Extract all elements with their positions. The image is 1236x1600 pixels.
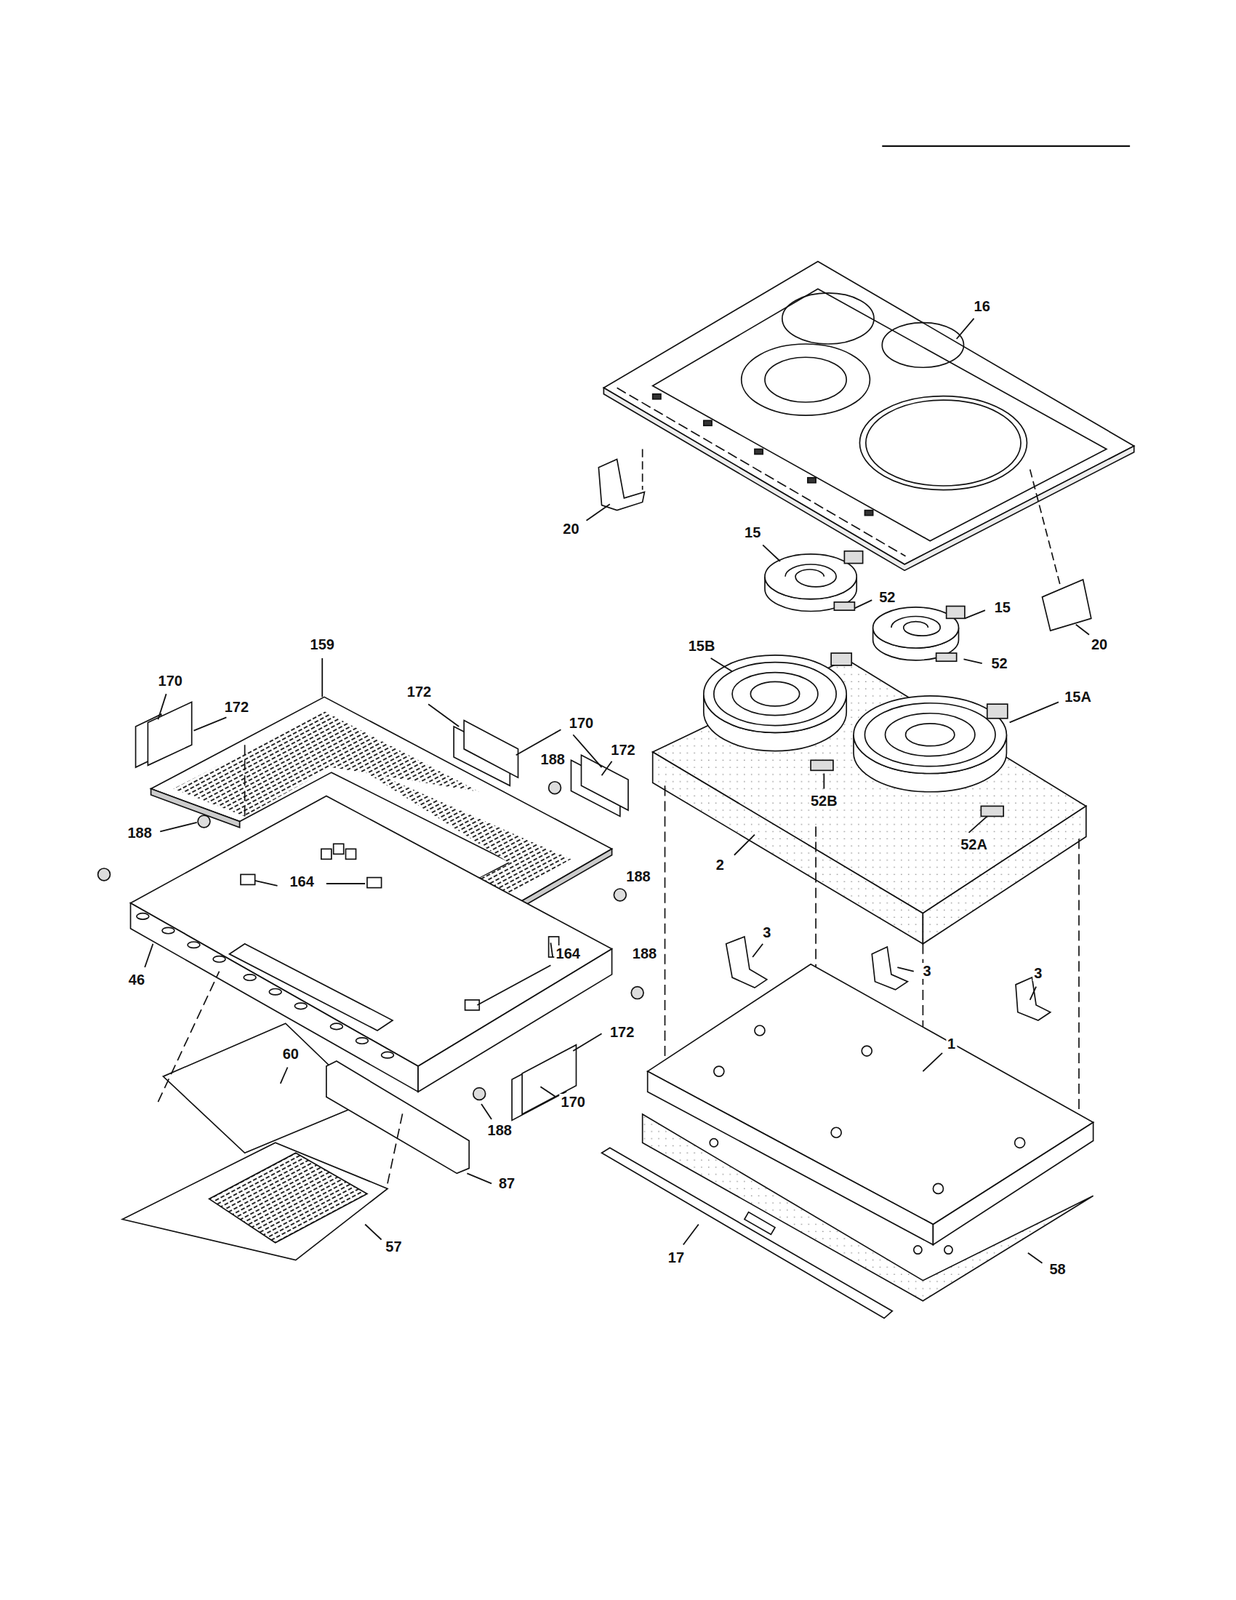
callout-number: 52 <box>989 655 1009 672</box>
callout-number: 170 <box>157 672 184 689</box>
callout-number: 87 <box>497 1174 517 1191</box>
callout-number: 172 <box>405 683 433 700</box>
callout-number: 2 <box>714 856 726 873</box>
callout-number: 188 <box>539 751 567 768</box>
callout-number: 188 <box>125 824 153 841</box>
callout-number: 188 <box>624 868 652 885</box>
callout-number: 170 <box>559 1093 587 1110</box>
callout-number: 3 <box>1032 964 1044 981</box>
callout-number: 57 <box>383 1238 403 1255</box>
callout-number: 172 <box>609 741 637 758</box>
callout-number: 188 <box>631 945 658 962</box>
callout-number: 58 <box>1047 1260 1067 1277</box>
callout-number: 20 <box>561 520 581 537</box>
callout-number: 52B <box>809 792 840 809</box>
callout-number: 170 <box>567 714 595 731</box>
callout-number: 172 <box>608 1023 636 1040</box>
callout-number: 164 <box>554 945 582 962</box>
callout-number: 17 <box>666 1249 686 1266</box>
callout-number: 3 <box>761 924 773 941</box>
callout-number: 164 <box>287 873 315 890</box>
callout-number: 52 <box>877 588 897 605</box>
callout-number: 15A <box>1062 688 1093 705</box>
callout-number: 3 <box>921 962 933 979</box>
callout-number: 16 <box>972 298 992 315</box>
callout-number: 52A <box>958 836 989 853</box>
callout-number: 188 <box>486 1121 514 1138</box>
callout-number: 172 <box>223 698 251 715</box>
callout-number: 1 <box>945 1035 957 1052</box>
callout-number: 15 <box>743 524 762 541</box>
callout-number: 15B <box>687 637 717 654</box>
callout-number: 159 <box>309 636 336 653</box>
callout-number: 46 <box>127 971 147 988</box>
callout-number: 60 <box>281 1045 301 1062</box>
callout-number: 15 <box>993 599 1013 616</box>
callout-number: 20 <box>1089 636 1109 653</box>
